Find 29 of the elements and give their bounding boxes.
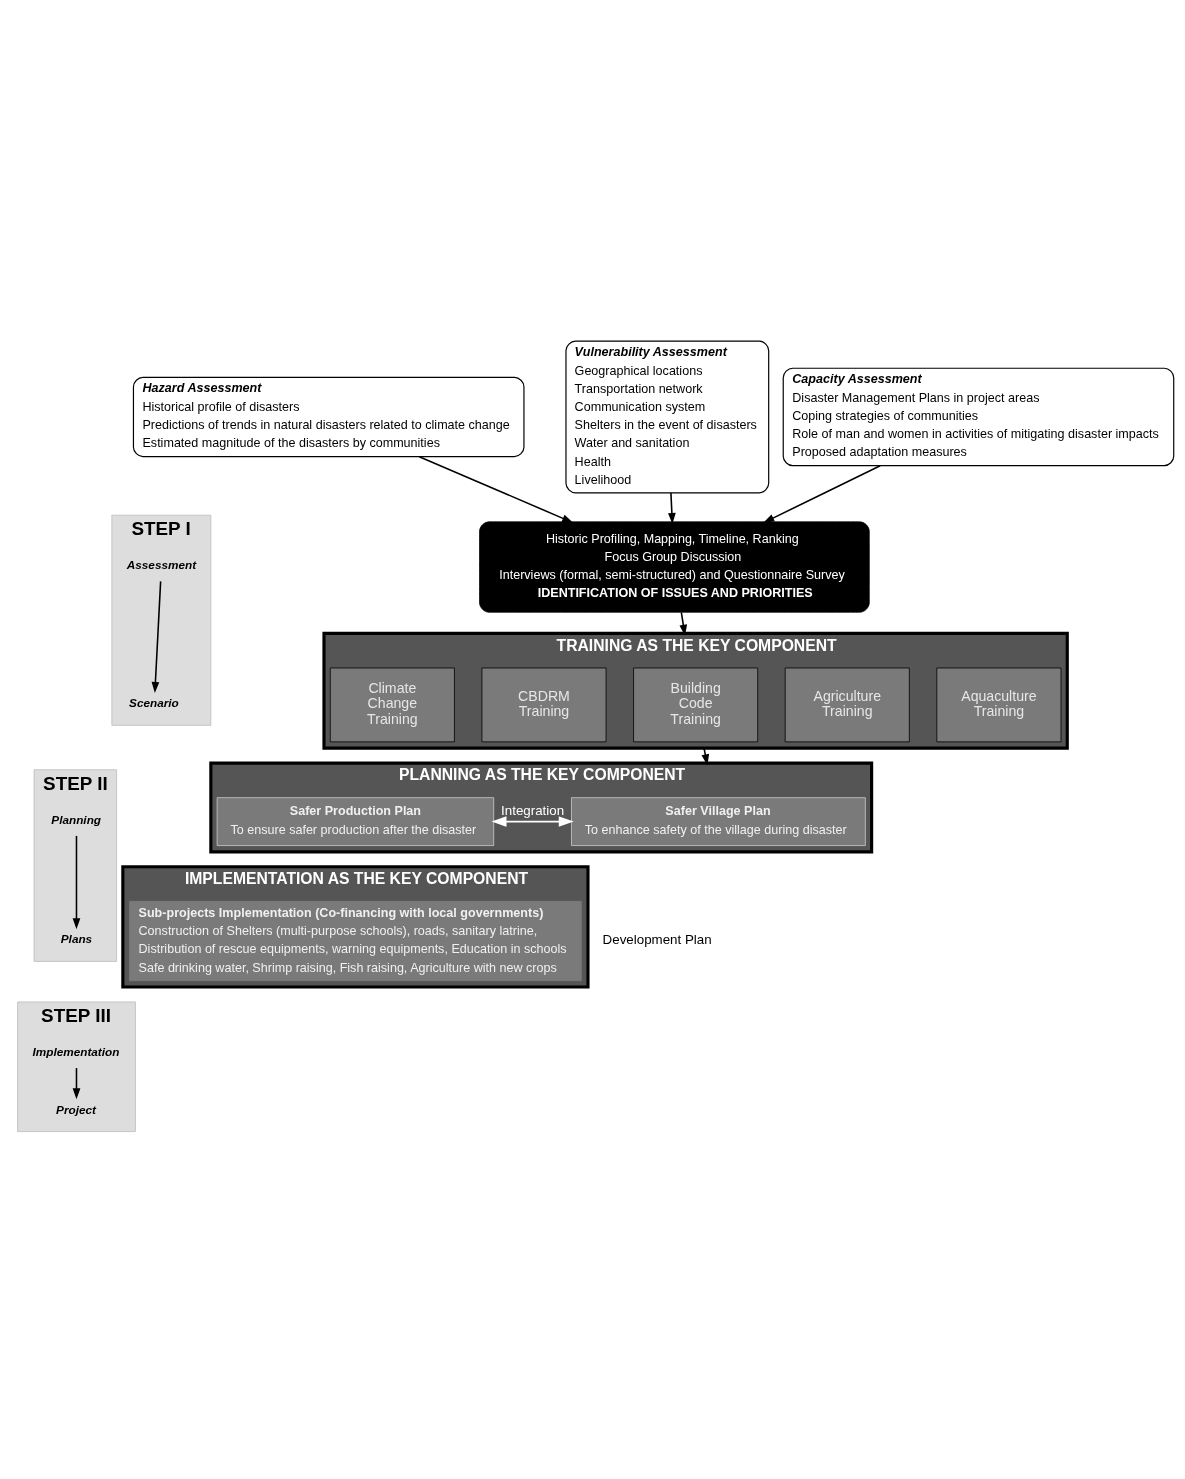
node-box: Hazard Assessment Historical profile of disasters Predictions of trends in natural disasters related to climate change Estimated magnitude of the disasters by communities (132, 376, 525, 458)
node-box: Safer Production Plan To ensure safer production after the disaster (216, 797, 495, 846)
arrow (151, 580, 162, 693)
node-text: Implementation (32, 1045, 120, 1059)
arrow (679, 611, 688, 636)
node-box: CBDRM Training (481, 667, 607, 743)
node-text: Planning (51, 812, 102, 826)
node-box: Safer Village Plan To enhance safety of the village during disaster (571, 797, 866, 846)
edge-label: Integration (501, 803, 565, 819)
arrow (763, 464, 881, 523)
node-text: Plans (60, 932, 93, 946)
node-box: Sub-projects Implementation (Co-financing with local governments) Construction of Shelters (multi-purpose schools), roads, sanitary latrine, Distribution of rescue equipments, warning equipments, Education in schools Safe drinking water, Shrimp raising, Fish raising, Agriculture with new crops (129, 900, 582, 982)
node-text: Assessment (126, 558, 197, 572)
arrow (72, 835, 81, 930)
node-text: Scenario (129, 696, 179, 710)
arrow (491, 816, 574, 827)
label: Development Plan (602, 932, 712, 948)
node-box: Vulnerability Assessment Geographical locations Transportation network Communication system Shelters in the event of disasters Water and sanitation Health Livelihood (565, 340, 770, 494)
node-box: Historic Profiling, Mapping, Timeline, Ranking Focus Group Discussion Interviews (formal, semi-structured) and Questionnaire Survey IDENTIFICATION OF ISSUES AND PRIORITIES (479, 521, 870, 613)
arrow (72, 1067, 81, 1100)
node-box: Climate Change Training (329, 667, 455, 743)
arrow (701, 747, 710, 766)
node-box: Building Code Training (633, 667, 759, 743)
node-box: Aquaculture Training (936, 667, 1062, 743)
node-box: Agriculture Training (784, 667, 910, 743)
node-box: Capacity Assessment Disaster Management Plans in project areas Coping strategies of communities Role of man and women in activities of mitigating disaster impacts Proposed adaptation measures (782, 367, 1175, 467)
arrow (668, 492, 676, 525)
node-text: Project (56, 1102, 96, 1116)
arrow (418, 455, 574, 523)
